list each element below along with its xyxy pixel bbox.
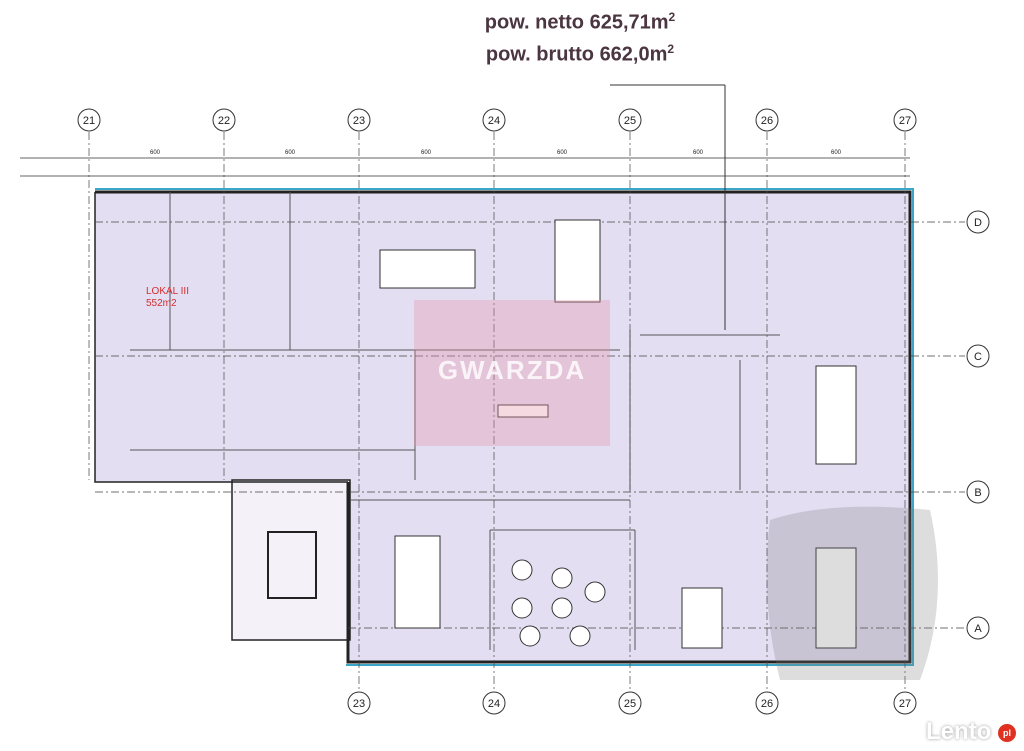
axis-label-bottom-27: 27 <box>899 698 911 710</box>
axis-label-22: 22 <box>218 115 230 127</box>
axis-label-bottom-24: 24 <box>488 698 500 710</box>
lento-badge-icon: pl <box>998 723 1016 742</box>
axis-label-24: 24 <box>488 115 500 127</box>
axis-label-26: 26 <box>761 115 773 127</box>
gross-area: pow. brutto 662,0m2 <box>485 41 675 66</box>
axis-label-bottom-26: 26 <box>761 698 773 710</box>
column-axis-markers <box>77 108 990 715</box>
grid-lines <box>88 132 965 690</box>
center-watermark: GWARZDA <box>414 300 610 446</box>
dimension-label: 600 <box>150 150 161 156</box>
dimension-label: 600 <box>557 150 568 156</box>
interior-partitions <box>130 192 780 650</box>
axis-label-A: A <box>974 623 982 635</box>
dimension-label: 600 <box>285 150 296 156</box>
area-summary: pow. netto 625,71m2 pow. brutto 662,0m2 <box>430 4 730 67</box>
dimension-label: 600 <box>693 150 704 156</box>
axis-label-C: C <box>974 351 982 363</box>
axis-label-23: 23 <box>353 115 365 127</box>
axis-label-21: 21 <box>83 115 95 127</box>
axis-label-D: D <box>974 217 982 229</box>
axis-label-27: 27 <box>899 115 911 127</box>
axis-label-B: B <box>974 487 981 499</box>
net-area: pow. netto 625,71m2 <box>484 10 676 34</box>
dimension-label: 600 <box>421 150 432 156</box>
axis-label-bottom-23: 23 <box>353 698 365 710</box>
axis-label-25: 25 <box>624 115 636 127</box>
lento-watermark: Lento pl <box>926 718 1016 746</box>
unit-label: LOKAL III 552m2 <box>146 286 189 309</box>
office-desks <box>379 219 857 649</box>
dimension-line <box>20 157 910 177</box>
glass-facade <box>95 188 914 666</box>
hatched-zone <box>766 506 938 680</box>
dimension-label: 600 <box>831 150 842 156</box>
axis-label-bottom-25: 25 <box>624 698 636 710</box>
walls <box>94 190 912 664</box>
round-tables <box>511 559 606 647</box>
